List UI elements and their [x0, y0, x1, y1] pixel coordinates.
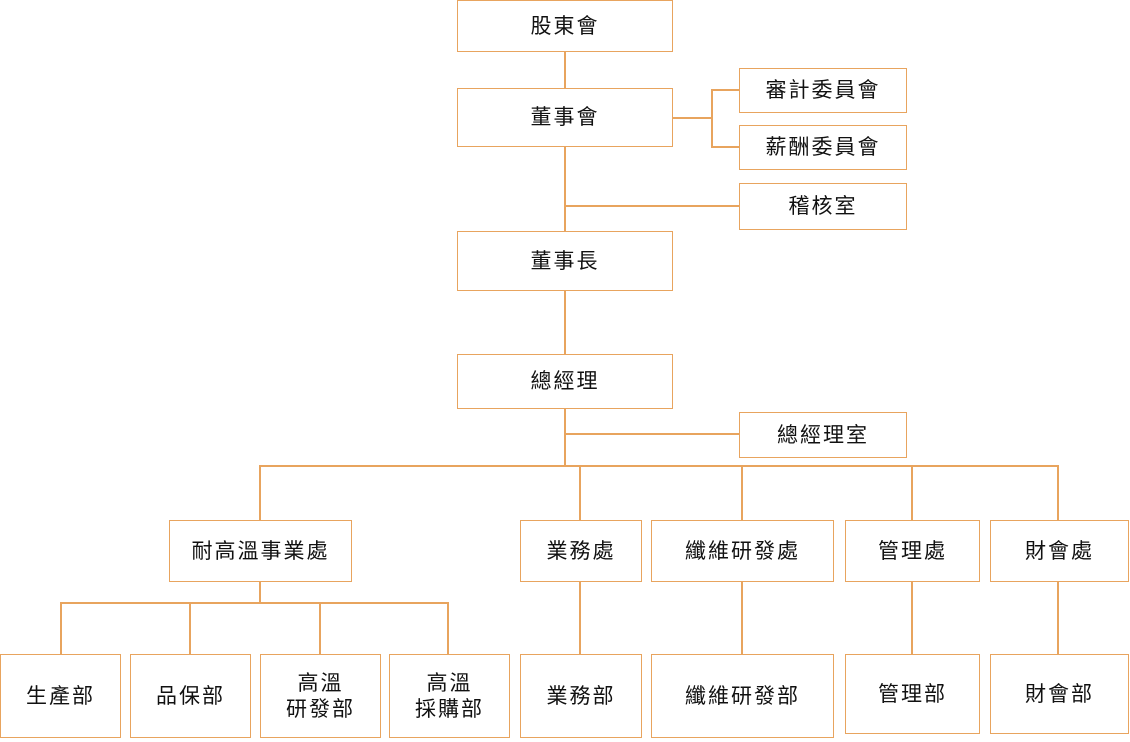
node-sales-dept: 業務部 — [520, 654, 642, 738]
node-management-dept: 管理部 — [845, 654, 980, 734]
node-finance-dept: 財會部 — [990, 654, 1129, 734]
node-quality-dept: 品保部 — [130, 654, 251, 738]
node-internal-audit: 稽核室 — [739, 183, 907, 230]
node-production-dept: 生產部 — [0, 654, 121, 738]
node-management-division: 管理處 — [845, 520, 980, 582]
node-gm-office: 總經理室 — [739, 412, 907, 458]
node-sales-division: 業務處 — [520, 520, 642, 582]
node-high-temp-division: 耐高溫事業處 — [169, 520, 352, 582]
node-board: 董事會 — [457, 88, 673, 147]
node-fiber-rd-division: 纖維研發處 — [651, 520, 834, 582]
node-shareholders: 股東會 — [457, 0, 673, 52]
node-audit-committee: 審計委員會 — [739, 68, 907, 113]
node-finance-division: 財會處 — [990, 520, 1129, 582]
node-ht-purchasing-dept: 高溫 採購部 — [389, 654, 510, 738]
node-chairman: 董事長 — [457, 231, 673, 291]
node-ht-rd-dept: 高溫 研發部 — [260, 654, 381, 738]
node-compensation-committee: 薪酬委員會 — [739, 125, 907, 170]
node-fiber-rd-dept: 纖維研發部 — [651, 654, 834, 738]
node-general-manager: 總經理 — [457, 354, 673, 409]
